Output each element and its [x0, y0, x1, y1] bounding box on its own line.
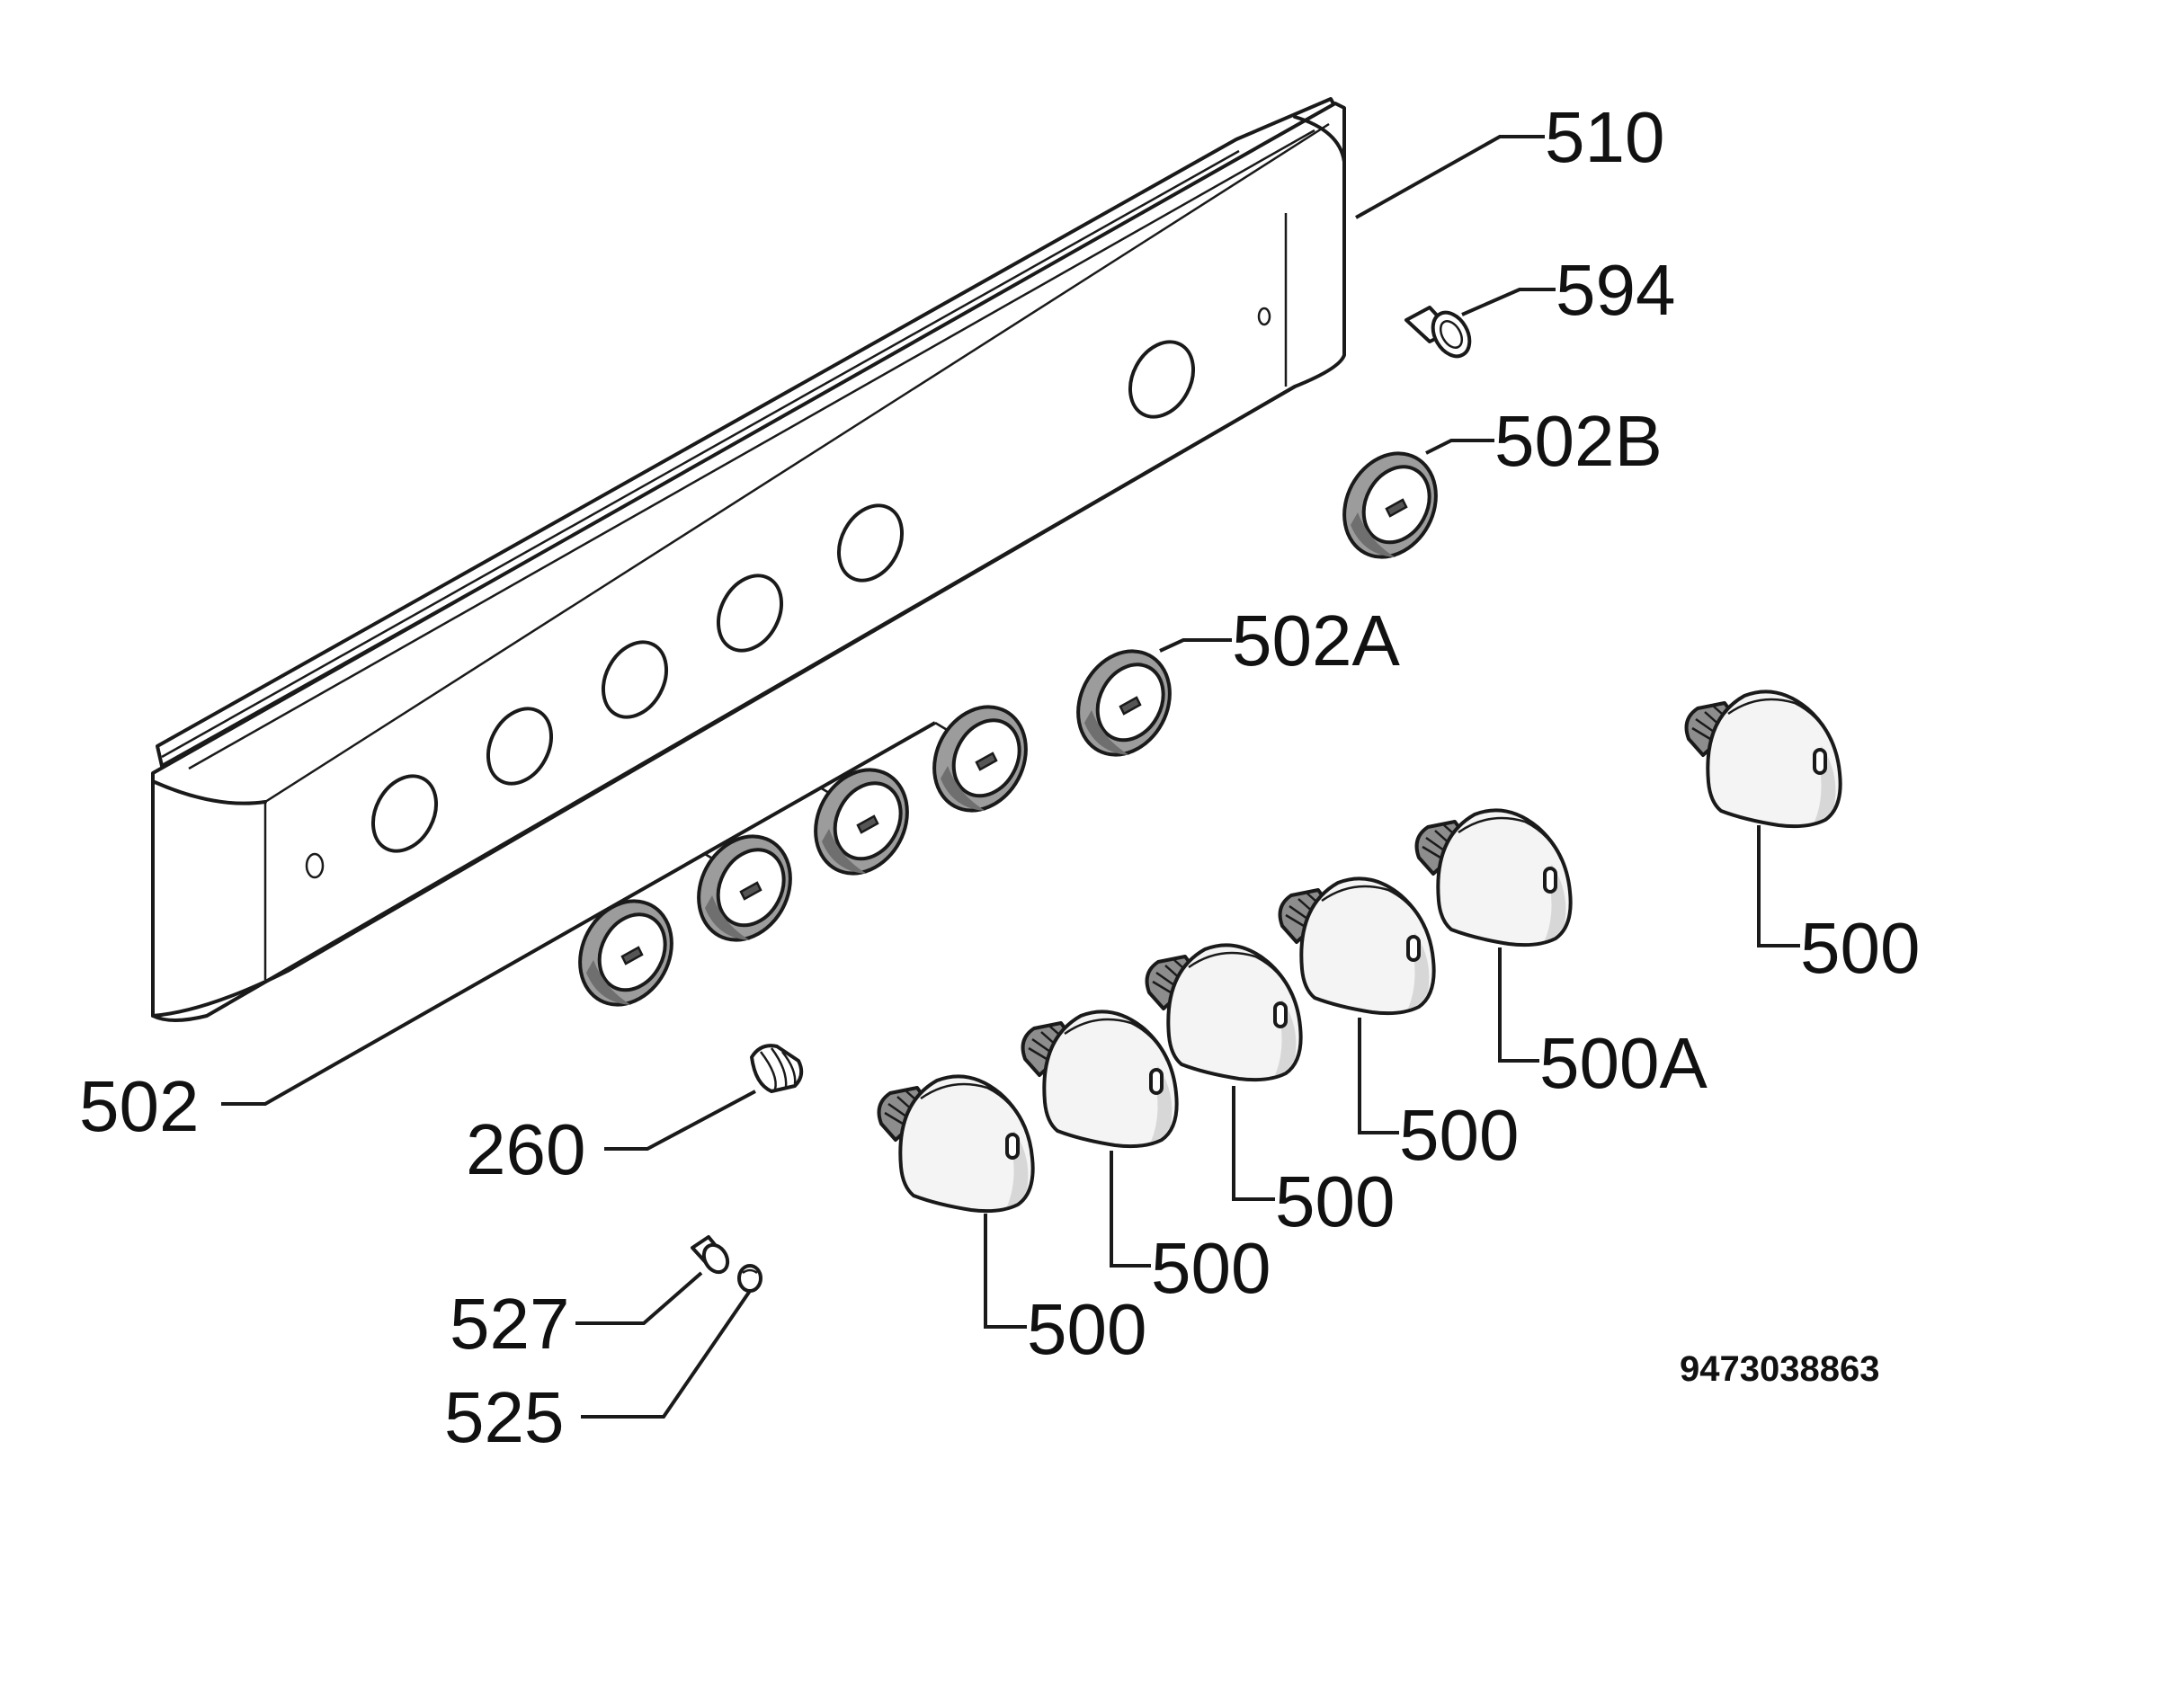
part-525 — [737, 1264, 762, 1293]
label-260: 260 — [466, 1109, 585, 1189]
drawing-code: 9473038863 — [1680, 1349, 1879, 1389]
label-500-1: 500 — [1027, 1289, 1146, 1369]
label-525: 525 — [444, 1377, 564, 1457]
spring-260 — [750, 1044, 804, 1093]
control-knob-4 — [1278, 876, 1436, 1016]
control-knob-3 — [1145, 943, 1303, 1082]
knob-ring-group-502 — [560, 689, 1046, 1023]
label-502b: 502B — [1494, 401, 1663, 481]
control-panel — [151, 97, 1346, 1022]
part-594 — [1404, 306, 1472, 359]
leader-502b — [1425, 439, 1494, 455]
leader-527 — [575, 1271, 703, 1325]
control-knob-500a — [1414, 808, 1573, 947]
leader-500-1 — [984, 1214, 1027, 1329]
label-500-2: 500 — [1151, 1228, 1271, 1308]
leader-500-6 — [1757, 825, 1800, 947]
control-knob-6 — [1684, 689, 1842, 829]
leader-502a — [1159, 638, 1232, 653]
leader-510 — [1355, 135, 1545, 219]
leader-500-3 — [1232, 1086, 1275, 1201]
leader-502 — [221, 721, 936, 1106]
label-500-6: 500 — [1800, 908, 1920, 988]
part-527 — [691, 1235, 730, 1275]
leader-500-2 — [1110, 1151, 1151, 1268]
knob-ring-502b — [1324, 435, 1456, 575]
leader-500a — [1498, 947, 1539, 1063]
label-502a: 502A — [1232, 600, 1400, 681]
leader-260 — [604, 1090, 756, 1151]
leader-525 — [581, 1289, 752, 1419]
leader-594 — [1461, 288, 1556, 316]
control-knob-1 — [877, 1074, 1035, 1214]
label-510: 510 — [1545, 97, 1664, 177]
label-594: 594 — [1556, 250, 1675, 330]
knob-ring-502a — [1058, 633, 1190, 773]
label-500-3: 500 — [1275, 1161, 1395, 1241]
control-knob-2 — [1021, 1010, 1179, 1149]
label-527: 527 — [450, 1284, 569, 1364]
label-500-4: 500 — [1399, 1095, 1519, 1175]
label-502: 502 — [79, 1066, 199, 1146]
label-500a: 500A — [1539, 1023, 1708, 1103]
leader-500-4 — [1358, 1018, 1399, 1134]
